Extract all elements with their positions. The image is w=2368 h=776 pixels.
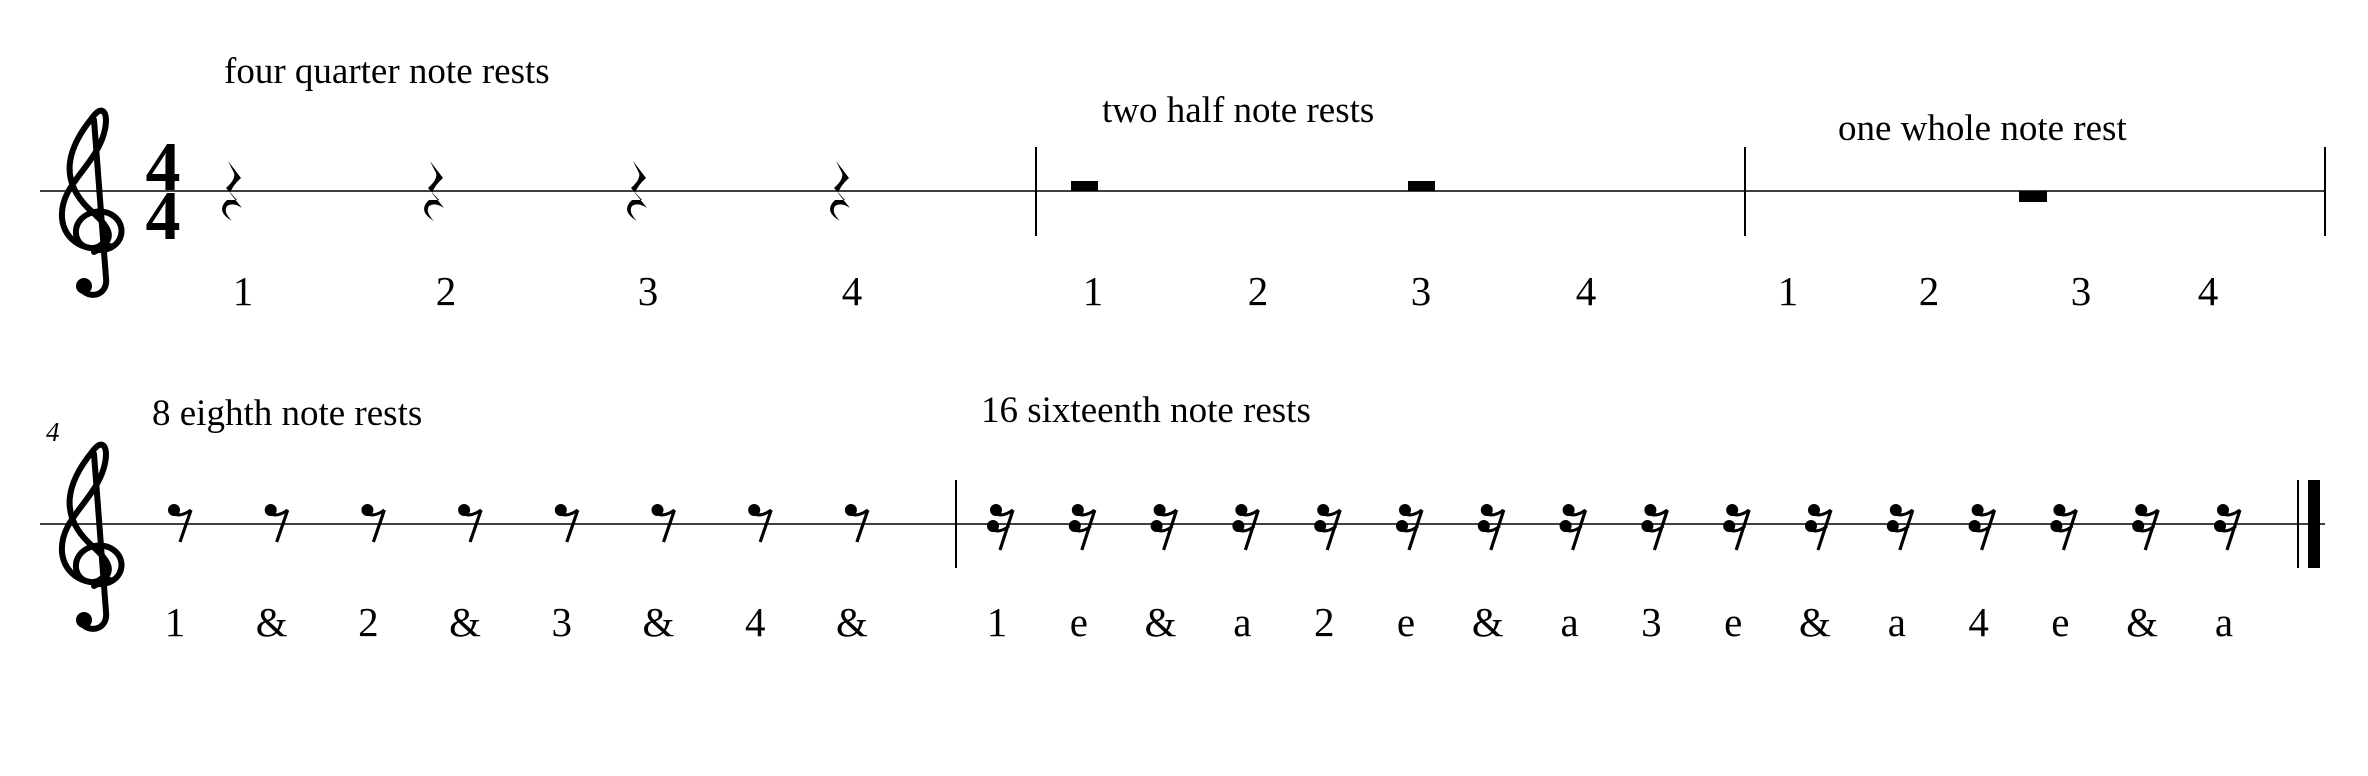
beat-count: & xyxy=(643,599,675,645)
beat-count: & xyxy=(449,599,481,645)
sixteenth-rest-icon xyxy=(1067,502,1097,552)
measure-label: 16 sixteenth note rests xyxy=(981,390,1311,431)
sixteenth-rest-icon xyxy=(1966,502,1997,552)
eighth-rest-icon xyxy=(456,502,483,544)
measure-label: two half note rests xyxy=(1102,90,1374,131)
beat-count: e xyxy=(1397,599,1415,645)
sixteenth-rest-icon xyxy=(1148,502,1179,552)
beat-count: 3 xyxy=(1411,268,1432,314)
sixteenth-rests xyxy=(985,502,2242,552)
sixteenth-counts: 1 e & a 2 e & a 3 e & a 4 e & a xyxy=(987,599,2233,645)
sixteenth-rest-icon xyxy=(1721,502,1751,552)
measure-number: 4 xyxy=(46,417,60,447)
whole-rest-icon xyxy=(2019,191,2047,202)
beat-count: & xyxy=(1799,599,1831,645)
beat-count: a xyxy=(1233,599,1251,645)
beat-count: 3 xyxy=(552,599,573,645)
beat-count: & xyxy=(1472,599,1504,645)
measure-label: four quarter note rests xyxy=(224,51,550,92)
half-rest-icon xyxy=(1408,181,1435,191)
sixteenth-rest-icon xyxy=(1476,502,1506,552)
sixteenth-rest-icon xyxy=(1230,502,1261,552)
sixteenth-rest-icon xyxy=(1557,502,1588,552)
beat-count: 1 xyxy=(233,268,254,314)
beat-count: & xyxy=(1145,599,1177,645)
beat-count: 2 xyxy=(358,599,379,645)
sixteenth-rest-icon xyxy=(1394,502,1424,552)
half-rest-icon xyxy=(1071,181,1098,191)
beat-count: 1 xyxy=(1778,268,1799,314)
eighth-rest-icon xyxy=(553,502,580,544)
treble-clef-icon xyxy=(62,111,122,295)
beat-count: 2 xyxy=(1314,599,1335,645)
sixteenth-rest-icon xyxy=(2048,502,2078,552)
eighth-rest-icon xyxy=(359,502,386,544)
beat-count: 2 xyxy=(1248,268,1269,314)
beat-count: 4 xyxy=(1968,599,1989,645)
measure-label: one whole note rest xyxy=(1838,108,2127,149)
beat-count: a xyxy=(1888,599,1906,645)
beat-count: 3 xyxy=(1641,599,1662,645)
beat-count: 1 xyxy=(987,599,1008,645)
beat-count: e xyxy=(1724,599,1742,645)
treble-clef-icon xyxy=(62,445,122,629)
beat-count: e xyxy=(1070,599,1088,645)
sixteenth-rest-icon xyxy=(2212,502,2242,552)
sixteenth-rest-icon xyxy=(1312,502,1342,552)
eighth-counts: 1 & 2 & 3 & 4 & xyxy=(165,599,868,645)
eighth-rest-icon xyxy=(649,502,677,544)
system-1: 4 4 four quarter note rests two half not… xyxy=(40,51,2326,314)
beat-count: 4 xyxy=(842,268,863,314)
beat-count: 3 xyxy=(638,268,659,314)
eighth-rests xyxy=(166,502,870,544)
measure-label: 8 eighth note rests xyxy=(152,393,422,434)
eighth-rest-icon xyxy=(263,502,290,544)
time-signature-bottom: 4 xyxy=(146,178,181,255)
sixteenth-rest-icon xyxy=(1885,502,1915,552)
eighth-rest-icon xyxy=(746,502,773,544)
eighth-rest-icon xyxy=(166,502,193,544)
beat-count: 1 xyxy=(1083,268,1104,314)
final-barline-thick xyxy=(2308,480,2320,568)
beat-count: 4 xyxy=(2198,268,2219,314)
beat-count: a xyxy=(1560,599,1578,645)
sixteenth-rest-icon xyxy=(985,502,1015,552)
beat-count: 2 xyxy=(1919,268,1940,314)
beat-count: 1 xyxy=(165,599,186,645)
beat-count: & xyxy=(836,599,868,645)
beat-count: 4 xyxy=(1576,268,1597,314)
beat-count: 2 xyxy=(436,268,457,314)
eighth-rest-icon xyxy=(843,502,870,544)
sixteenth-rest-icon xyxy=(2130,502,2160,552)
beat-count: a xyxy=(2215,599,2233,645)
system-2: 4 8 eighth note rests 16 sixteenth note … xyxy=(40,390,2325,645)
time-signature-top: 4 xyxy=(146,129,181,206)
beat-count: e xyxy=(2051,599,2069,645)
sixteenth-rest-icon xyxy=(1803,502,1833,552)
beat-count: 3 xyxy=(2071,268,2092,314)
sixteenth-rest-icon xyxy=(1639,502,1670,552)
beat-count: 4 xyxy=(745,599,766,645)
beat-count: & xyxy=(256,599,288,645)
beat-count: & xyxy=(2126,599,2158,645)
